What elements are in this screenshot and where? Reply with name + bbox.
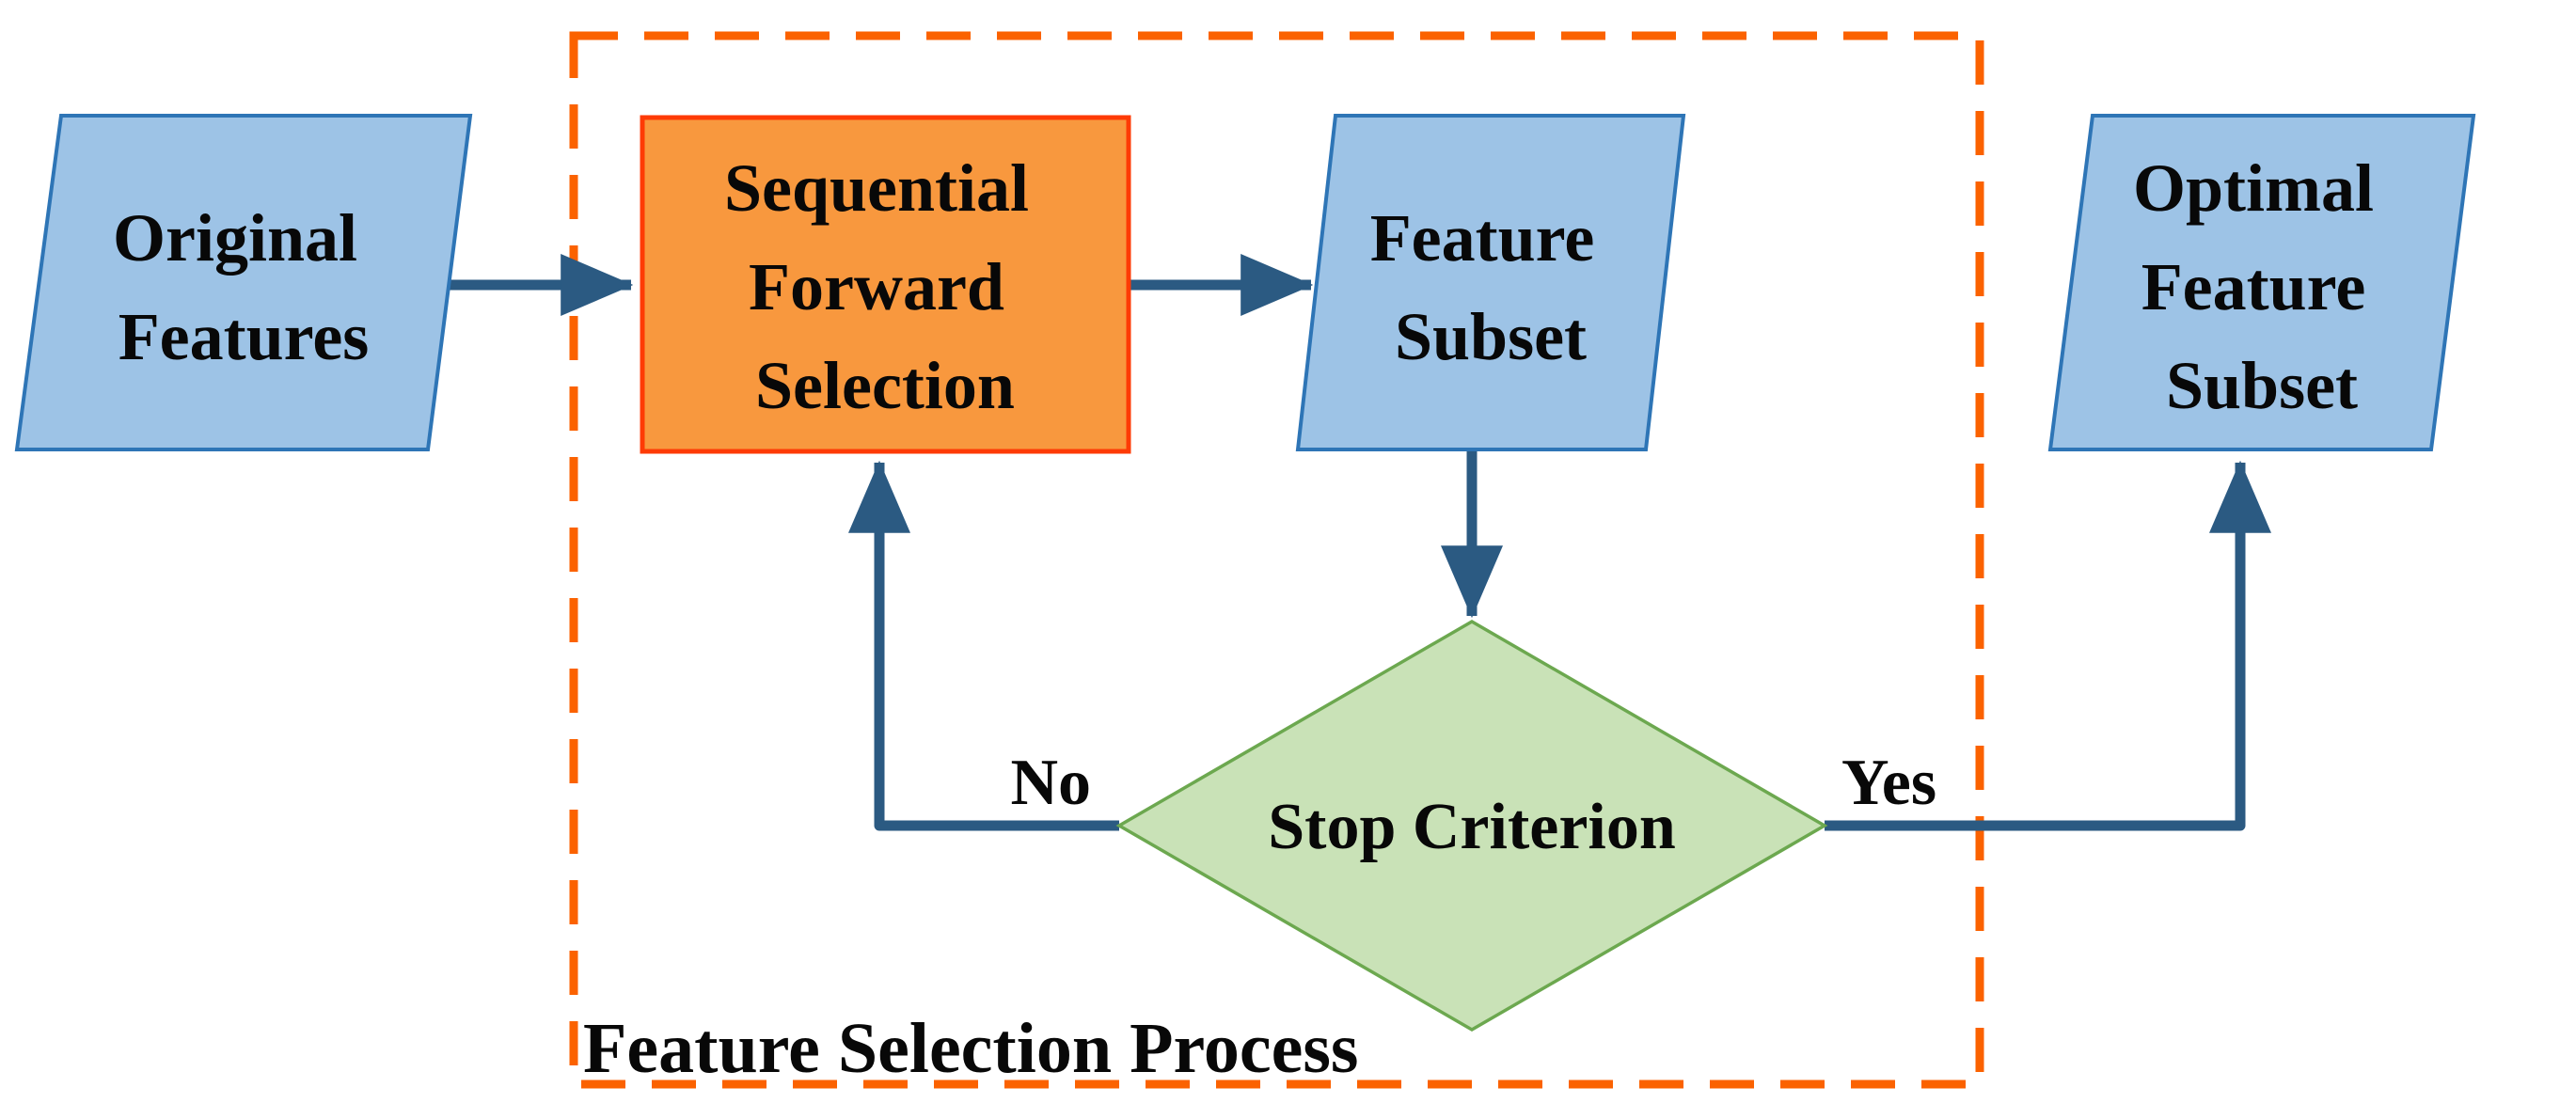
edge-no-return-to-sfs [848,460,1119,831]
edge-yes-to-optimal-subset [1825,460,2271,831]
node-optimal-feature-subset-label: Optimal Feature Subset [2133,150,2391,423]
node-original-features-line-2: Features [119,299,370,374]
node-sfs-line-3: Selection [755,348,1015,423]
node-sequential-forward-selection-label: Sequential Forward Selection [724,150,1046,423]
node-original-features-label: Original Features [113,200,374,374]
feature-selection-process-caption: Feature Selection Process [583,1009,1359,1088]
node-optimal-line-1: Optimal [2133,150,2374,226]
node-stop-criterion-shape [1115,619,1828,1032]
node-sequential-forward-selection-shape [640,115,1131,454]
node-original-features-line-1: Original [113,200,357,276]
node-stop-criterion-label: Stop Criterion [1268,791,1676,863]
node-feature-subset-line-1: Feature [1370,200,1595,276]
feature-selection-process-boundary [569,31,1984,1089]
node-optimal-feature-subset-shape [2047,114,2476,451]
node-optimal-line-3: Subset [2166,348,2358,423]
edge-label-yes: Yes [1841,747,1936,819]
node-sfs-line-2: Forward [749,249,1004,324]
node-feature-subset-line-2: Subset [1395,299,1587,374]
node-feature-subset-shape [1295,114,1686,451]
edge-label-no: No [1010,747,1091,819]
node-original-features-shape [14,114,473,451]
node-feature-subset-label: Feature Subset [1370,200,1612,374]
node-optimal-line-2: Feature [2141,249,2366,324]
node-sfs-line-1: Sequential [724,150,1029,226]
